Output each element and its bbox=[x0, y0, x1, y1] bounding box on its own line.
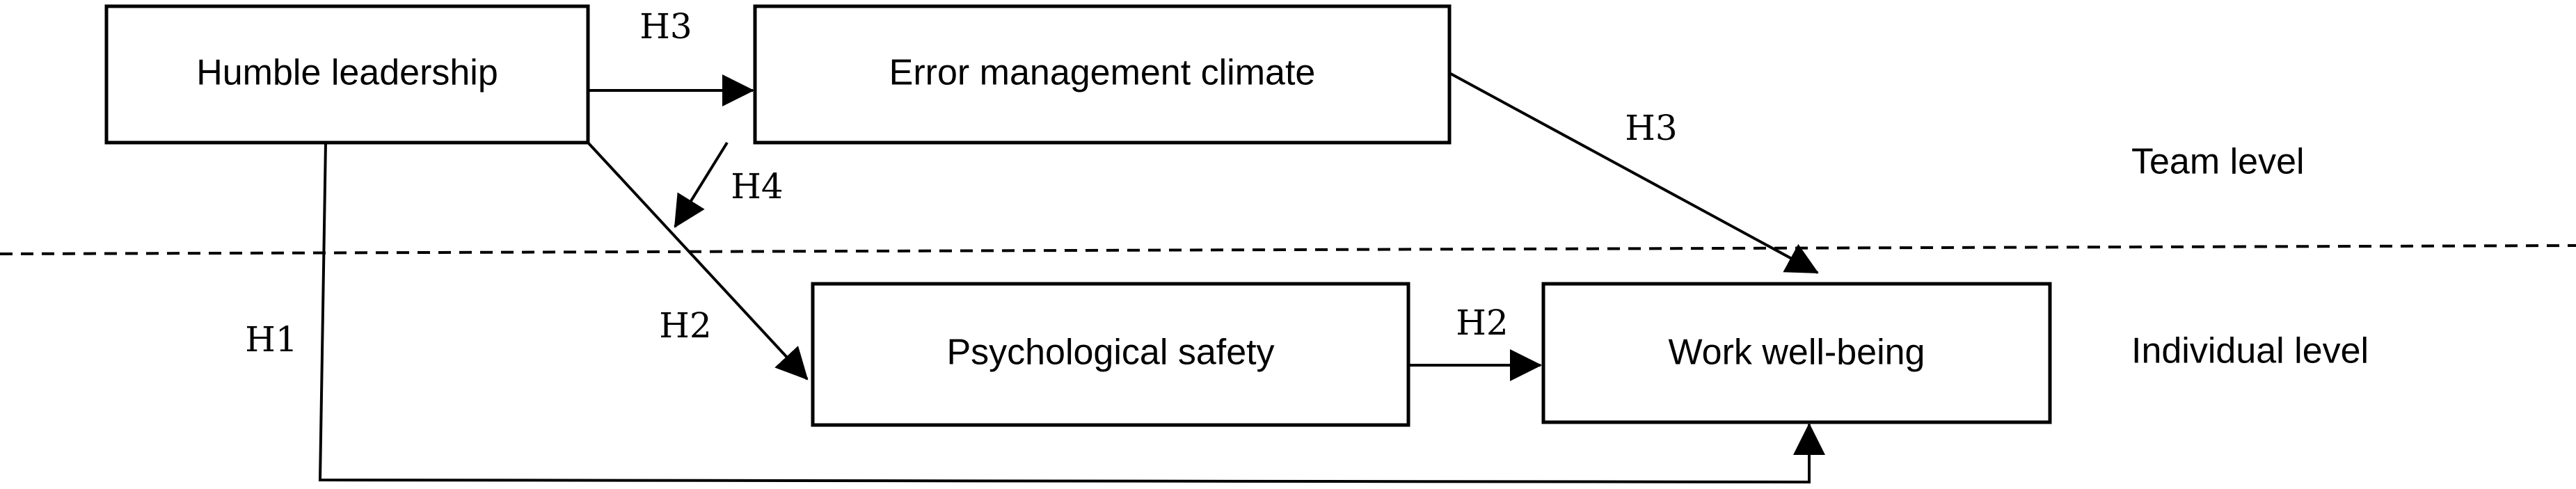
arrow-humble-to-psych-safety bbox=[587, 141, 809, 380]
team-level-label: Team level bbox=[2131, 142, 2305, 182]
work-well-being-label: Work well-being bbox=[1669, 332, 1925, 373]
hypothesis-h2-label-b: H2 bbox=[1456, 303, 1508, 343]
box-work-well-being: Work well-being bbox=[1541, 282, 2052, 424]
box-psychological-safety: Psychological safety bbox=[811, 282, 1410, 427]
individual-level-label: Individual level bbox=[2131, 331, 2369, 371]
hypothesis-h2-label-a: H2 bbox=[659, 305, 711, 346]
error-management-climate-label: Error management climate bbox=[889, 53, 1316, 93]
hypothesis-h4-label: H4 bbox=[731, 166, 783, 207]
arrow-error-climate-moderation bbox=[674, 141, 729, 228]
hypothesis-h3-label-b: H3 bbox=[1625, 108, 1677, 148]
level-divider bbox=[0, 244, 2576, 255]
arrow-error-climate-to-wellbeing bbox=[1449, 72, 1819, 274]
humble-leadership-label: Humble leadership bbox=[196, 53, 498, 93]
hypothesis-h1-label: H1 bbox=[245, 319, 297, 360]
box-error-management-climate: Error management climate bbox=[753, 4, 1452, 145]
box-humble-leadership: Humble leadership bbox=[104, 4, 590, 145]
arrow-humble-to-wellbeing-direct bbox=[318, 142, 1825, 484]
psychological-safety-label: Psychological safety bbox=[946, 332, 1274, 373]
hypothesis-h3-label-a: H3 bbox=[639, 6, 692, 47]
